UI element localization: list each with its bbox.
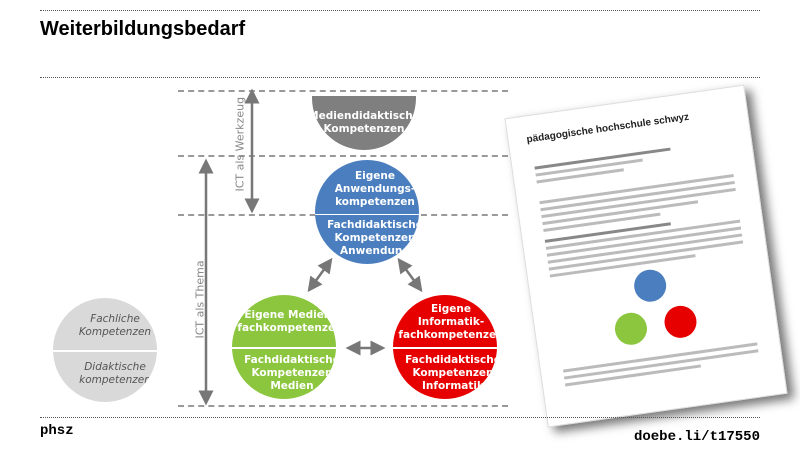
top-divider bbox=[40, 10, 760, 11]
title-divider bbox=[40, 77, 760, 78]
dashed-line bbox=[178, 405, 508, 407]
dashed-line bbox=[178, 90, 508, 92]
red-circle: Eigene Informatik-fachkompetenzen Fachdi… bbox=[393, 295, 497, 399]
side-circle: Fachliche Kompetenzen Didaktische kompet… bbox=[53, 298, 157, 402]
arrows bbox=[198, 88, 423, 406]
document-thumbnail: pädagogische hochschule schwyz bbox=[504, 84, 788, 428]
blue-circle: Eigene Anwendungs-kompetenzen Fachdidakt… bbox=[315, 160, 419, 264]
green-circle-bottom: Fachdidaktische Kompetenzen Medien bbox=[244, 353, 336, 392]
blue-circle-top: Eigene Anwendungs-kompetenzen bbox=[334, 169, 416, 208]
footer-logo: phsz bbox=[40, 423, 74, 439]
green-circle-top: Eigene Medien-fachkompetenzen bbox=[237, 309, 336, 334]
dashed-line bbox=[178, 155, 508, 157]
side-circle-bottom: Didaktische kompetenzen bbox=[79, 361, 151, 386]
footer-link[interactable]: doebe.li/t17550 bbox=[633, 429, 760, 445]
footer-divider bbox=[40, 417, 760, 418]
red-circle-bottom: Fachdidaktische Kompetenzen Informatik bbox=[405, 353, 497, 392]
side-circle-top: Fachliche Kompetenzen bbox=[78, 313, 152, 338]
red-circle-top: Eigene Informatik-fachkompetenzen bbox=[398, 302, 497, 341]
axis-label-tool: ICT als Werkzeug bbox=[233, 96, 247, 192]
document-mini-diagram bbox=[614, 269, 697, 345]
blue-circle-bottom: Fachdidaktische Kompetenzen Anwendung bbox=[327, 218, 419, 257]
page-title: Weiterbildungsbedarf bbox=[40, 18, 246, 40]
axis-label-topic: ICT als Thema bbox=[193, 260, 207, 339]
green-circle: Eigene Medien-fachkompetenzen Fachdidakt… bbox=[232, 295, 336, 399]
